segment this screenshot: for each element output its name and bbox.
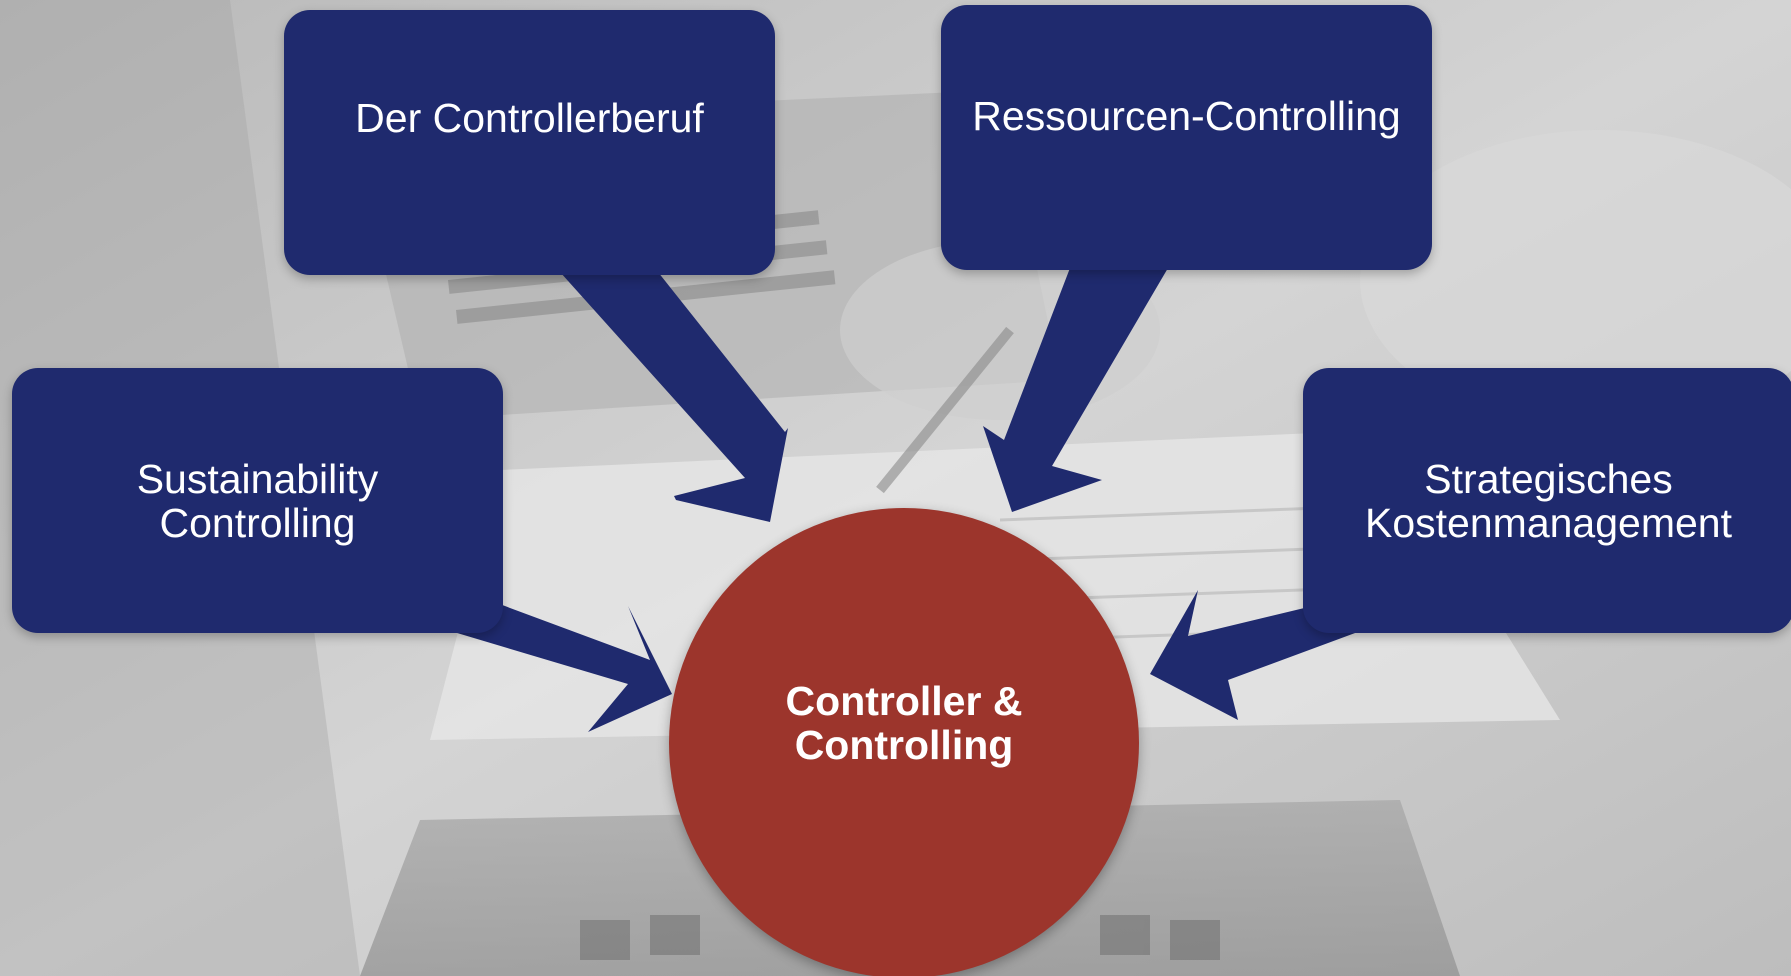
topic-label: Ressourcen-Controlling <box>972 92 1401 139</box>
topic-label: Der Controllerberuf <box>355 94 704 141</box>
topic-box-strategisches-kostenmanagement: Strategisches Kostenmanagement <box>1303 368 1791 633</box>
center-label: Controller & Controlling <box>785 678 1023 768</box>
center-circle-controller-controlling: Controller & Controlling <box>669 508 1139 976</box>
topic-label: Sustainability Controlling <box>136 455 379 546</box>
arrow-top-right <box>983 268 1168 512</box>
topic-box-der-controllerberuf: Der Controllerberuf <box>284 10 775 275</box>
topic-label: Strategisches Kostenmanagement <box>1365 455 1732 546</box>
topic-box-sustainability-controlling: Sustainability Controlling <box>12 368 503 633</box>
arrow-top-left <box>560 272 788 522</box>
topic-box-ressourcen-controlling: Ressourcen-Controlling <box>941 5 1432 270</box>
